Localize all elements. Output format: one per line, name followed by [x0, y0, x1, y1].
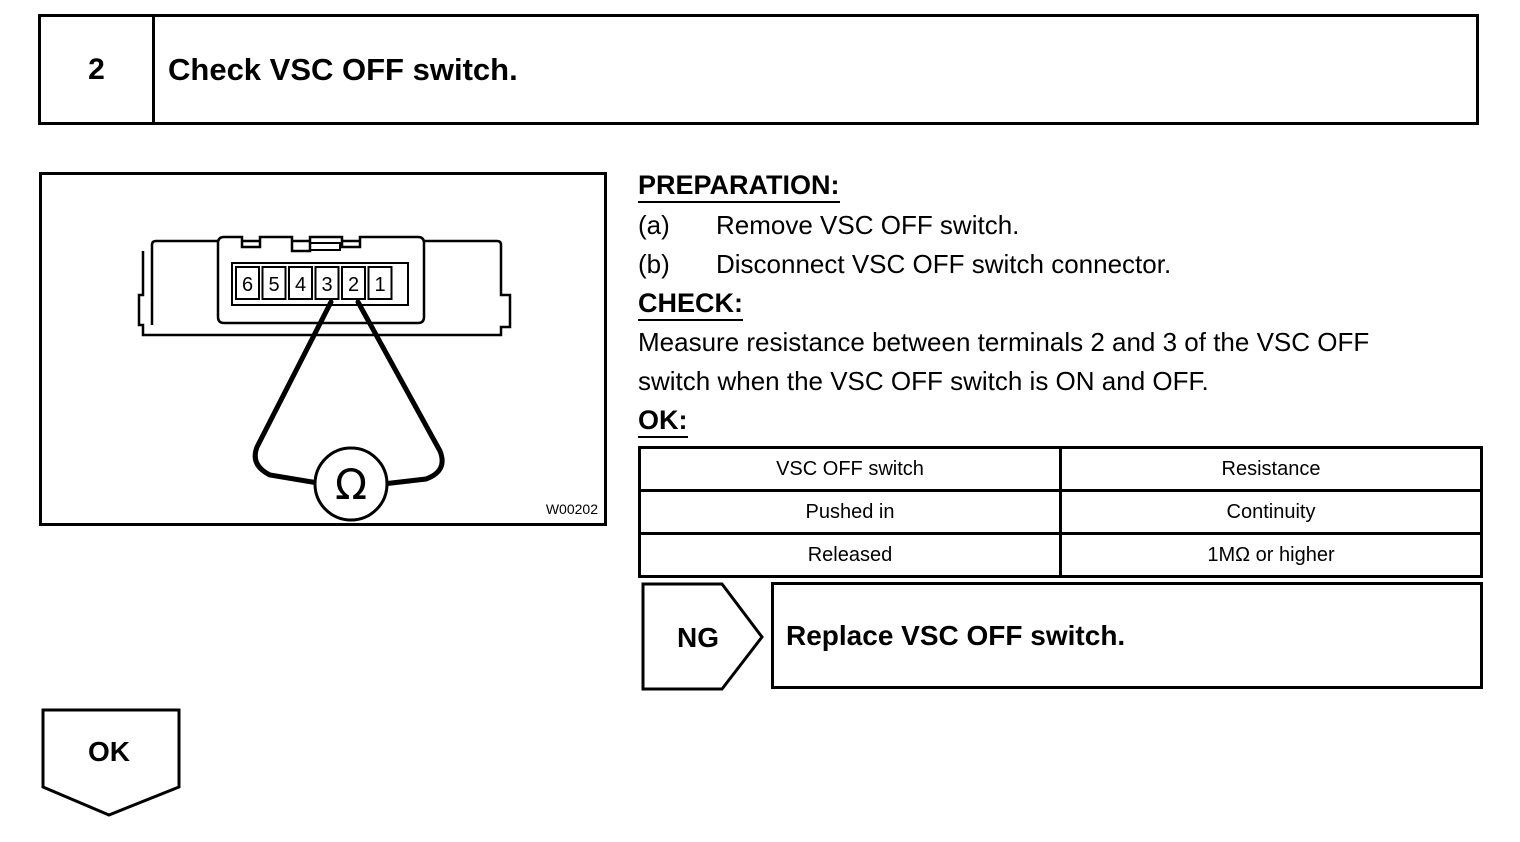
pin-cell [235, 266, 260, 300]
ok-label: OK [88, 736, 130, 767]
preparation-step-b: (b) Disconnect VSC OFF switch connector. [638, 249, 1172, 279]
column-header: VSC OFF switch [638, 446, 1062, 492]
figure-code: W00202 [545, 501, 598, 517]
check-line-2: switch when the VSC OFF switch is ON and… [638, 366, 1209, 396]
pin-cell [314, 266, 340, 300]
table-cell: 1MΩ or higher [1059, 532, 1483, 578]
table-cell: Released [638, 532, 1062, 578]
ng-label: NG [677, 622, 719, 653]
table-cell: Continuity [1059, 489, 1483, 535]
column-header: Resistance [1059, 446, 1483, 492]
check-line-1: Measure resistance between terminals 2 a… [638, 327, 1370, 357]
preparation-heading: PREPARATION: [638, 170, 840, 203]
preparation-step-a: (a) Remove VSC OFF switch. [638, 210, 1020, 240]
table-row: Pushed in Continuity [638, 489, 1483, 535]
ok-heading: OK: [638, 405, 688, 438]
pin-cell [261, 266, 287, 300]
pin-cell [367, 266, 393, 300]
step-number: 2 [41, 17, 155, 122]
pin-cell [341, 266, 366, 300]
table-header-row: VSC OFF switch Resistance [638, 446, 1483, 492]
pin-number: 5 [268, 274, 279, 296]
table-cell: Pushed in [638, 489, 1062, 535]
ng-arrow[interactable]: NG [640, 582, 766, 692]
pin-number: 4 [295, 274, 306, 296]
pin-cell [288, 266, 313, 300]
step-header: 2 Check VSC OFF switch. [38, 14, 1479, 125]
check-heading: CHECK: [638, 288, 743, 321]
pin-number: 2 [348, 274, 359, 296]
pin-number: 6 [242, 274, 253, 296]
ok-arrow[interactable]: OK [40, 707, 184, 819]
pin-number: 1 [374, 274, 385, 296]
table-row: Released 1MΩ or higher [638, 532, 1483, 578]
ohm-symbol: Ω [335, 460, 367, 509]
step-title: Check VSC OFF switch. [168, 51, 518, 87]
resistance-spec-table: VSC OFF switch Resistance Pushed in Cont… [638, 446, 1483, 578]
ng-action-box: Replace VSC OFF switch. [771, 582, 1483, 689]
pin-number: 3 [321, 274, 332, 296]
